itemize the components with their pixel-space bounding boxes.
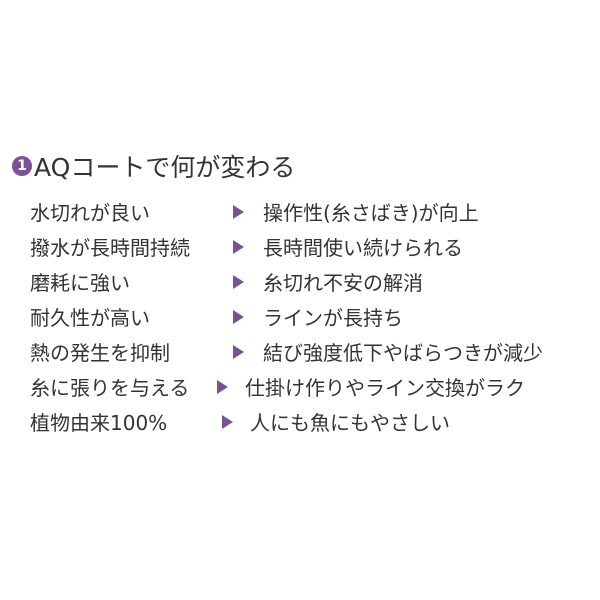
effect-text: 操作性(糸さばき)が向上 (263, 201, 479, 225)
effect-text: 糸切れ不安の解消 (263, 271, 423, 295)
cause-text: 磨耗に強い (30, 271, 130, 295)
cause-text: 撥水が長時間持続 (30, 236, 190, 260)
cause-effect-list: 水切れが良い 操作性(糸さばき)が向上 撥水が長時間持続 長時間使い続けられる … (30, 194, 600, 439)
cause-text: 水切れが良い (30, 201, 150, 225)
effect-text: ラインが長持ち (263, 306, 403, 330)
triangle-right-icon (217, 379, 228, 394)
effect-text: 結び強度低下やばらつきが減少 (263, 341, 543, 365)
triangle-right-icon (233, 204, 244, 219)
cause-text: 植物由来100% (30, 411, 168, 435)
triangle-right-icon (233, 309, 244, 324)
effect-text: 仕掛け作りやライン交換がラク (245, 376, 525, 400)
triangle-right-icon (233, 239, 244, 254)
list-item: 撥水が長時間持続 長時間使い続けられる (30, 229, 600, 264)
cause-text: 熱の発生を抑制 (30, 341, 170, 365)
list-item: 熱の発生を抑制 結び強度低下やばらつきが減少 (30, 334, 600, 369)
effect-text: 人にも魚にもやさしい (250, 411, 450, 435)
cause-text: 耐久性が高い (30, 306, 150, 330)
triangle-right-icon (233, 344, 244, 359)
list-item: 磨耗に強い 糸切れ不安の解消 (30, 264, 600, 299)
list-item: 水切れが良い 操作性(糸さばき)が向上 (30, 194, 600, 229)
cause-text: 糸に張りを与える (30, 376, 190, 400)
triangle-right-icon (233, 274, 244, 289)
number-badge: 1 (12, 156, 32, 176)
triangle-right-icon (222, 414, 233, 429)
effect-text: 長時間使い続けられる (263, 236, 463, 260)
section-heading: 1 AQコートで何が変わる (12, 148, 295, 184)
list-item: 植物由来100% 人にも魚にもやさしい (30, 404, 600, 439)
list-item: 糸に張りを与える 仕掛け作りやライン交換がラク (30, 369, 600, 404)
section-title: AQコートで何が変わる (34, 153, 296, 182)
list-item: 耐久性が高い ラインが長持ち (30, 299, 600, 334)
